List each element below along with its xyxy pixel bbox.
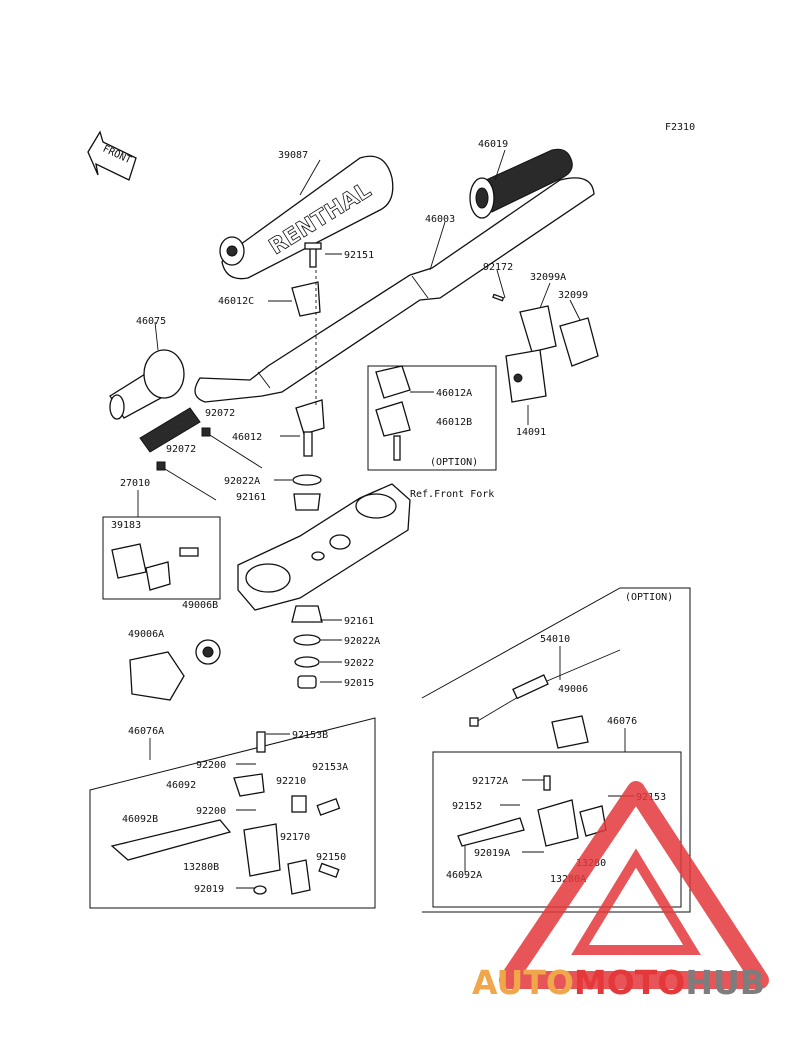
label-46012a: 46012A [436, 388, 472, 399]
label-46003: 46003 [425, 214, 455, 225]
label-14091: 14091 [516, 427, 546, 438]
label-92161-bot: 92161 [344, 616, 374, 627]
watermark-moto: MOTO [574, 963, 685, 1002]
right-grip [469, 148, 573, 219]
label-92200-a: 92200 [196, 760, 226, 771]
left-grip [109, 349, 201, 453]
cable-ties [156, 427, 263, 501]
label-92152: 92152 [452, 801, 482, 812]
label-46012c: 46012C [218, 296, 254, 307]
label-92200-b: 92200 [196, 806, 226, 817]
switch-box-27010 [102, 516, 221, 600]
option-clamp-box [367, 365, 497, 471]
front-arrow-icon: FRONT [87, 130, 137, 181]
label-46092: 46092 [166, 780, 196, 791]
option-label-2: (OPTION) [625, 592, 673, 603]
label-54010: 54010 [540, 634, 570, 645]
label-13280b: 13280B [183, 862, 219, 873]
label-92161-top: 92161 [236, 492, 266, 503]
figure-code: F2310 [665, 122, 695, 133]
label-46012b: 46012B [436, 417, 472, 428]
label-92210: 92210 [276, 776, 306, 787]
label-92072-a: 92072 [205, 408, 235, 419]
ref-front-fork: Ref.Front Fork [410, 489, 494, 500]
option-cable-assembly [421, 587, 691, 913]
label-92153a: 92153A [312, 762, 348, 773]
label-46012: 46012 [232, 432, 262, 443]
label-92072-b: 92072 [166, 444, 196, 455]
upper-clamp [291, 242, 325, 457]
label-92022: 92022 [344, 658, 374, 669]
label-92022a-top: 92022A [224, 476, 260, 487]
hot-start-lever [129, 639, 221, 701]
label-92019: 92019 [194, 884, 224, 895]
label-92153b: 92153B [292, 730, 328, 741]
watermark-text: AUTOMOTOHUB [472, 963, 765, 1002]
label-49006a: 49006A [128, 629, 164, 640]
label-46075: 46075 [136, 316, 166, 327]
label-27010: 27010 [120, 478, 150, 489]
label-39087: 39087 [278, 150, 308, 161]
label-46092a: 46092A [446, 870, 482, 881]
label-92015: 92015 [344, 678, 374, 689]
label-92022a-bot: 92022A [344, 636, 380, 647]
triple-clamp [237, 483, 411, 611]
label-92172: 92172 [483, 262, 513, 273]
label-46076: 46076 [607, 716, 637, 727]
label-46076a: 46076A [128, 726, 164, 737]
label-46019: 46019 [478, 139, 508, 150]
label-49006: 49006 [558, 684, 588, 695]
watermark-hub: HUB [685, 963, 765, 1002]
option-label-1: (OPTION) [430, 457, 478, 468]
label-92170: 92170 [280, 832, 310, 843]
label-32099a: 32099A [530, 272, 566, 283]
mount-hardware-stack [291, 474, 323, 689]
handlebar [194, 177, 595, 403]
watermark-auto: AUTO [472, 963, 574, 1002]
label-39183: 39183 [111, 520, 141, 531]
label-49006b: 49006B [182, 600, 218, 611]
watermark-logo [499, 781, 769, 989]
label-92151: 92151 [344, 250, 374, 261]
clutch-lever-assembly [89, 717, 376, 909]
label-92172a: 92172A [472, 776, 508, 787]
label-92019a: 92019A [474, 848, 510, 859]
label-32099: 32099 [558, 290, 588, 301]
label-92150: 92150 [316, 852, 346, 863]
right-switch-housing [492, 293, 599, 403]
label-46092b: 46092B [122, 814, 158, 825]
leader-lines [137, 149, 634, 889]
